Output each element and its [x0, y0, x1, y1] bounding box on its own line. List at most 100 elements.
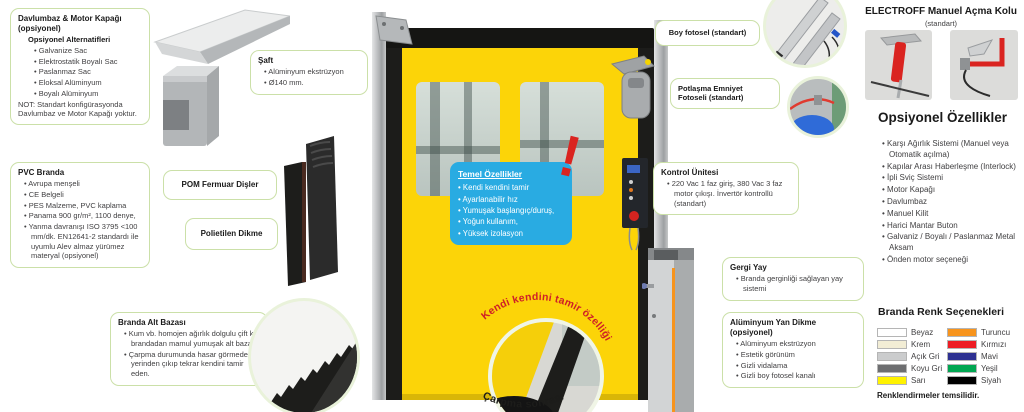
- branda-alt-list: Kum vb. homojen ağırlık dolgulu çift kat…: [118, 329, 260, 379]
- color-label: Siyah: [981, 376, 1002, 385]
- box-note: NOT: Standart konfigürasyonda Davlumbaz …: [18, 99, 137, 119]
- box-title: POM Fermuar Dişler: [181, 180, 259, 189]
- side-post-photo: [642, 248, 694, 412]
- list-item: Harici Mantar Buton: [882, 221, 1024, 232]
- color-label: Krem: [911, 340, 931, 349]
- color-label: Koyu Gri: [911, 364, 943, 373]
- color-label: Mavi: [981, 352, 998, 361]
- boy-fotosel-photo: [763, 0, 847, 68]
- color-option: Mavi: [947, 352, 1019, 361]
- list-item: Galvanize Sac: [34, 46, 142, 56]
- color-option: Yeşil: [947, 364, 1019, 373]
- list-item: Paslanmaz Sac: [34, 67, 142, 77]
- color-label: Beyaz: [911, 328, 934, 337]
- list-item: Elektrostatik Boyalı Sac: [34, 57, 142, 67]
- pvc-branda-list: Avrupa menşeliCE BelgeliPES Malzeme, PVC…: [18, 179, 142, 261]
- list-item: Gizli vidalama: [736, 361, 856, 371]
- callout-yan-dikme: Alüminyum Yan Dikme (opsiyonel) Alüminyu…: [722, 312, 864, 388]
- callout-kontrol-unitesi: Kontrol Ünitesi 220 Vac 1 faz giriş, 380…: [653, 162, 799, 216]
- list-item: Çarpma durumunda hasar görmeden yerinden…: [124, 350, 260, 379]
- list-item: CE Belgeli: [24, 190, 142, 200]
- feature-list: Kendi kendini tamirAyarlanabilir hızYumu…: [458, 182, 564, 238]
- color-option: Turuncu: [947, 328, 1019, 337]
- color-option: Kırmızı: [947, 340, 1019, 349]
- feature-title: Temel Özellikler: [458, 169, 523, 179]
- color-option: Koyu Gri: [877, 364, 949, 373]
- list-item: Panama 900 gr/m², 1100 denye,: [24, 211, 142, 221]
- box-title: Gergi Yay: [730, 263, 767, 272]
- color-option: Krem: [877, 340, 949, 349]
- list-item: Kapılar Arası Haberleşme (Interlock): [882, 162, 1024, 173]
- list-item: Gizli boy fotosel kanalı: [736, 371, 856, 381]
- electroff-subtitle: (standart): [924, 19, 958, 28]
- color-swatch: [947, 364, 977, 373]
- roller-bar: [386, 28, 654, 48]
- color-label: Turuncu: [981, 328, 1011, 337]
- box-subtitle: Opsiyonel Alternatifleri: [28, 35, 111, 44]
- callout-davlumbaz: Davlumbaz & Motor Kapağı (opsiyonel) Ops…: [10, 8, 150, 125]
- list-item: Kendi kendini tamir: [458, 182, 564, 193]
- color-option: Açık Gri: [877, 352, 949, 361]
- optional-features-list: Karşı Ağırlık Sistemi (Manuel veya Otoma…: [876, 139, 1024, 267]
- callout-branda-alt-bazasi: Branda Alt Bazası Kum vb. homojen ağırlı…: [110, 312, 268, 386]
- color-swatch: [947, 376, 977, 385]
- list-item: Boyalı Alüminyum: [34, 89, 142, 99]
- color-options-title: Branda Renk Seçenekleri: [878, 306, 1005, 318]
- electroff-title: ELECTROFF Manuel Açma Kolu: [865, 6, 1017, 17]
- color-swatch: [877, 364, 907, 373]
- color-swatch: [877, 352, 907, 361]
- box-title: PVC Branda: [18, 168, 65, 177]
- color-option: Sarı: [877, 376, 949, 385]
- top-left-bracket: [375, 15, 413, 45]
- after-impact-photo: [488, 318, 604, 412]
- list-item: Motor Kapağı: [882, 185, 1024, 196]
- color-option: Beyaz: [877, 328, 949, 337]
- list-item: Eloksal Alüminyum: [34, 78, 142, 88]
- list-item: Önden motor seçeneği: [882, 255, 1024, 266]
- motor-unit: [610, 55, 655, 119]
- color-swatch: [877, 340, 907, 349]
- list-item: Ayarlanabilir hız: [458, 194, 564, 205]
- box-title: Potlaşma Emniyet Fotoseli (standart): [678, 84, 744, 103]
- potlasma-fotosel-photo: [787, 76, 849, 138]
- list-item: Alüminyum ekstrüzyon: [264, 67, 360, 77]
- color-swatch: [947, 328, 977, 337]
- box-title: Branda Alt Bazası: [118, 318, 186, 327]
- list-item: Avrupa menşeli: [24, 179, 142, 189]
- box-title: Kontrol Ünitesi: [661, 168, 719, 177]
- box-title: Boy fotosel (standart): [668, 28, 747, 38]
- color-option: Siyah: [947, 376, 1019, 385]
- color-options-note: Renklendirmeler temsilidir.: [877, 391, 980, 400]
- list-item: Kum vb. homojen ağırlık dolgulu çift kat…: [124, 329, 260, 349]
- color-swatch: [877, 328, 907, 337]
- callout-pom-fermuar: POM Fermuar Dişler: [163, 170, 277, 200]
- left-guide-column: [386, 34, 402, 400]
- saft-list: Alüminyum ekstrüzyonØ140 mm.: [258, 67, 360, 88]
- list-item: Yüksek izolasyon: [458, 228, 564, 239]
- box-title: Polietilen Dikme: [200, 229, 263, 238]
- electroff-photo-1: [865, 30, 932, 100]
- list-item: 220 Vac 1 faz giriş, 380 Vac 3 faz motor…: [667, 179, 791, 208]
- control-unit-photo: [622, 158, 648, 251]
- list-item: Yanma davranışı ISO 3795 <100 mm/dk. EN1…: [24, 222, 142, 261]
- list-item: Galvaniz / Boyalı / Paslanmaz Metal Aksa…: [882, 232, 1024, 254]
- zipper-teeth-photo: [248, 298, 360, 412]
- callout-saft: Şaft Alüminyum ekstrüzyonØ140 mm.: [250, 50, 368, 95]
- callout-pvc-branda: PVC Branda Avrupa menşeliCE BelgeliPES M…: [10, 162, 150, 268]
- electroff-photo-2: [950, 30, 1018, 100]
- list-item: Karşı Ağırlık Sistemi (Manuel veya Otoma…: [882, 139, 1024, 161]
- list-item: Alüminyum ekstrüzyon: [736, 339, 856, 349]
- list-item: PES Malzeme, PVC kaplama: [24, 201, 142, 211]
- callout-temel-ozellikler: Temel Özellikler Kendi kendini tamirAyar…: [450, 162, 572, 245]
- left-alu-post: [372, 12, 386, 400]
- list-item: Estetik görünüm: [736, 350, 856, 360]
- gergi-list: Branda gerginliği sağlayan yay sistemi: [730, 274, 856, 294]
- color-swatch: [877, 376, 907, 385]
- color-swatch: [947, 352, 977, 361]
- box-title: Alüminyum Yan Dikme (opsiyonel): [730, 318, 817, 337]
- yan-dikme-list: Alüminyum ekstrüzyonEstetik görünümGizli…: [730, 339, 856, 381]
- color-label: Kırmızı: [981, 340, 1007, 349]
